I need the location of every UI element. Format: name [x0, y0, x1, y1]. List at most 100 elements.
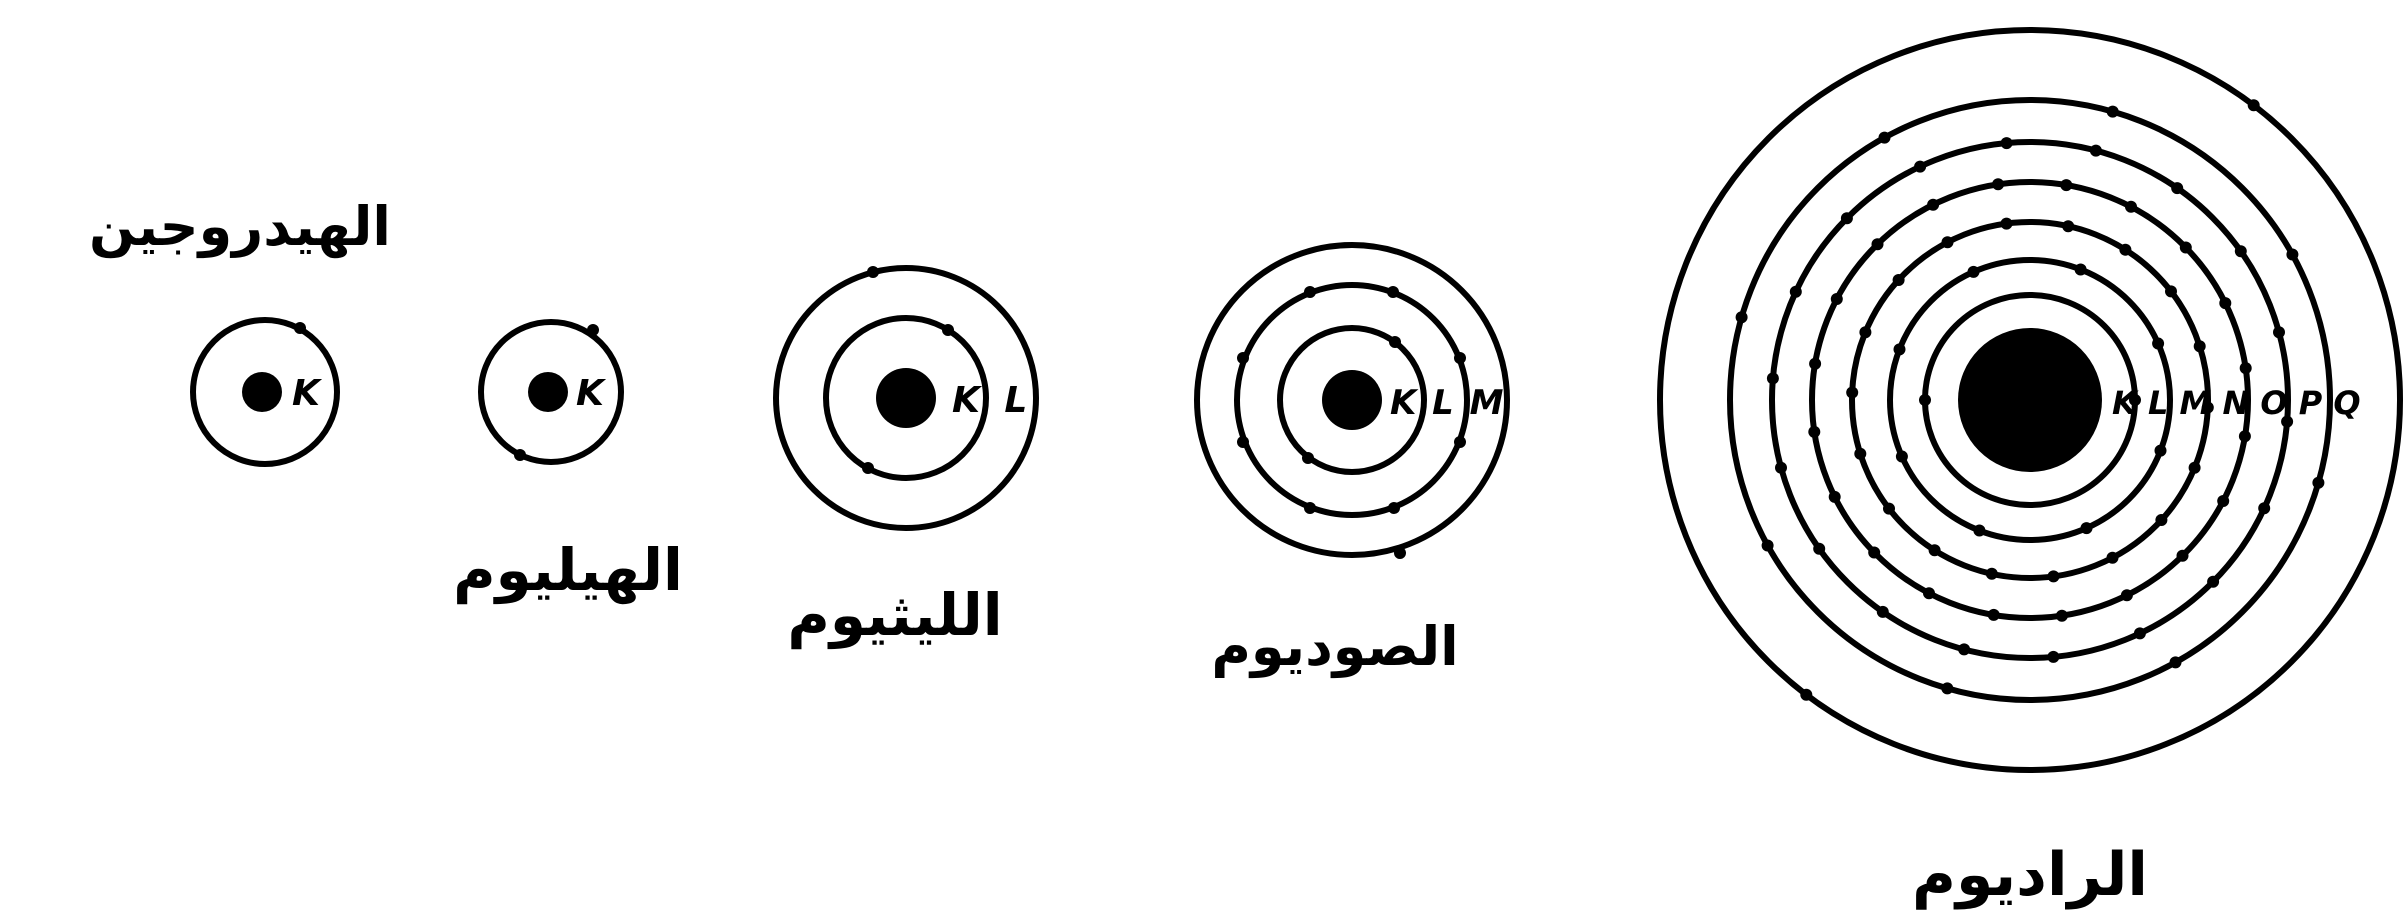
electron [1841, 212, 1853, 224]
electron [1942, 236, 1954, 248]
electron [2194, 340, 2206, 352]
electron [2258, 502, 2270, 514]
electron [1237, 352, 1249, 364]
electron [1968, 266, 1980, 278]
nucleus [242, 372, 282, 412]
electron [294, 322, 306, 334]
electron [1304, 502, 1316, 514]
electron [1919, 394, 1931, 406]
electron [2048, 570, 2060, 582]
electron [587, 324, 599, 336]
electron [1929, 544, 1941, 556]
electron [2235, 245, 2247, 257]
electron [2125, 201, 2137, 213]
electron [2273, 326, 2285, 338]
electron [1854, 448, 1866, 460]
electron [1894, 343, 1906, 355]
electron [1394, 547, 1406, 559]
electron [2170, 656, 2182, 668]
electron [942, 324, 954, 336]
electron [1800, 689, 1812, 701]
electron [1893, 274, 1905, 286]
shell-letters: K [292, 373, 323, 414]
electron [2001, 218, 2013, 230]
electron [1986, 568, 1998, 580]
electron [862, 462, 874, 474]
electron [2189, 462, 2201, 474]
atom-label-helium: الهيليوم [453, 536, 683, 605]
atom-label-lithium: الليثيوم [787, 581, 1002, 650]
electron [2001, 137, 2013, 149]
electron [2207, 576, 2219, 588]
electron [1790, 286, 1802, 298]
electron [1973, 525, 1985, 537]
radium-shell-letters: K L M N O P Q [2112, 384, 2361, 422]
electron [1923, 587, 1935, 599]
electron [1809, 358, 1821, 370]
electron [1454, 352, 1466, 364]
electron [1896, 451, 1908, 463]
electron [1775, 462, 1787, 474]
electron [2134, 627, 2146, 639]
electron [2107, 106, 2119, 118]
electron [1927, 199, 1939, 211]
electron [2312, 477, 2324, 489]
electron [867, 266, 879, 278]
electron [2248, 99, 2260, 111]
electron [1883, 503, 1895, 515]
shell-letters: K L [952, 380, 1033, 421]
electron [1879, 132, 1891, 144]
electron [2090, 145, 2102, 157]
electron [1813, 543, 1825, 555]
electron [2155, 514, 2167, 526]
electron [1914, 161, 1926, 173]
atom-label-sodium: الصوديوم [1211, 615, 1458, 678]
electron [2060, 179, 2072, 191]
electron [514, 449, 526, 461]
electron [2056, 610, 2068, 622]
atom-label-radium: الراديوم [1912, 840, 2148, 910]
electron [2180, 242, 2192, 254]
electron [1859, 326, 1871, 338]
atom-helium: K الهيليوم [453, 322, 683, 605]
electron [2062, 220, 2074, 232]
electron [2286, 249, 2298, 261]
electron [1829, 491, 1841, 503]
electron [1958, 643, 1970, 655]
atom-label-hydrogen: الهيدروجين [89, 195, 391, 258]
electron [2177, 550, 2189, 562]
electron [1988, 609, 2000, 621]
electron [1877, 606, 1889, 618]
electron [1454, 436, 1466, 448]
electron [2075, 264, 2087, 276]
electron [2047, 651, 2059, 663]
electron [1304, 286, 1316, 298]
atom-hydrogen: K الهيدروجين [89, 195, 391, 464]
electron [1831, 293, 1843, 305]
atom-lithium: K L الليثيوم [776, 266, 1036, 650]
electron [2121, 589, 2133, 601]
electron [1237, 436, 1249, 448]
electron [2171, 182, 2183, 194]
electron [1387, 286, 1399, 298]
electron [1767, 372, 1779, 384]
nucleus [1322, 370, 1382, 430]
electron [1389, 336, 1401, 348]
shell-letters: K [576, 373, 607, 414]
electron [2107, 552, 2119, 564]
nucleus [528, 372, 568, 412]
shell-letters: K L M [1390, 383, 1506, 423]
electron [1388, 502, 1400, 514]
atom-sodium: K L M الصوديوم [1197, 245, 1507, 678]
electron [2217, 495, 2229, 507]
electron [2239, 430, 2251, 442]
electron [2165, 285, 2177, 297]
electron [1762, 540, 1774, 552]
electron [1808, 426, 1820, 438]
electron [2152, 338, 2164, 350]
electron [1302, 452, 1314, 464]
electron [2219, 297, 2231, 309]
electron [2119, 244, 2131, 256]
nucleus [876, 368, 936, 428]
